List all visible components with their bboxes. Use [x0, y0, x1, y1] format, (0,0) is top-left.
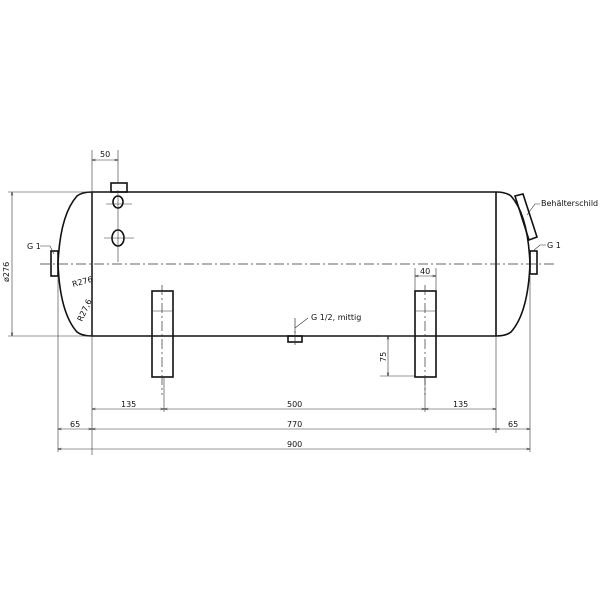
- inlet-left-fitting: [50, 250, 59, 277]
- dim-leg-left-offset: 135: [121, 400, 136, 409]
- dim-head-left: 65: [70, 420, 80, 429]
- dim-overall-length: 900: [287, 440, 302, 449]
- label-drain: G 1/2, mittig: [311, 313, 361, 322]
- inlet-right-fitting: [529, 250, 538, 275]
- dim-leg-width: 40: [420, 267, 430, 276]
- right-leg: [414, 285, 437, 395]
- nameplate: [513, 193, 538, 242]
- dim-nozzle-offset: 50: [100, 150, 110, 159]
- top-nozzle: [104, 182, 134, 262]
- label-inlet-right: G 1: [547, 241, 561, 250]
- label-radius-large: R276: [71, 275, 93, 289]
- dim-leg-right-offset: 135: [453, 400, 468, 409]
- dim-head-right: 65: [508, 420, 518, 429]
- dim-shell-length: 770: [287, 420, 302, 429]
- dim-diameter: ø276: [2, 262, 11, 282]
- dim-leg-spacing: 500: [287, 400, 302, 409]
- left-leg: [151, 285, 174, 395]
- dimension-lines: [12, 160, 530, 449]
- label-inlet-left: G 1: [27, 242, 41, 251]
- dim-leg-height: 75: [379, 352, 388, 362]
- label-nameplate: Behälterschild: [541, 199, 598, 208]
- label-radius-small: R27,6: [76, 298, 94, 323]
